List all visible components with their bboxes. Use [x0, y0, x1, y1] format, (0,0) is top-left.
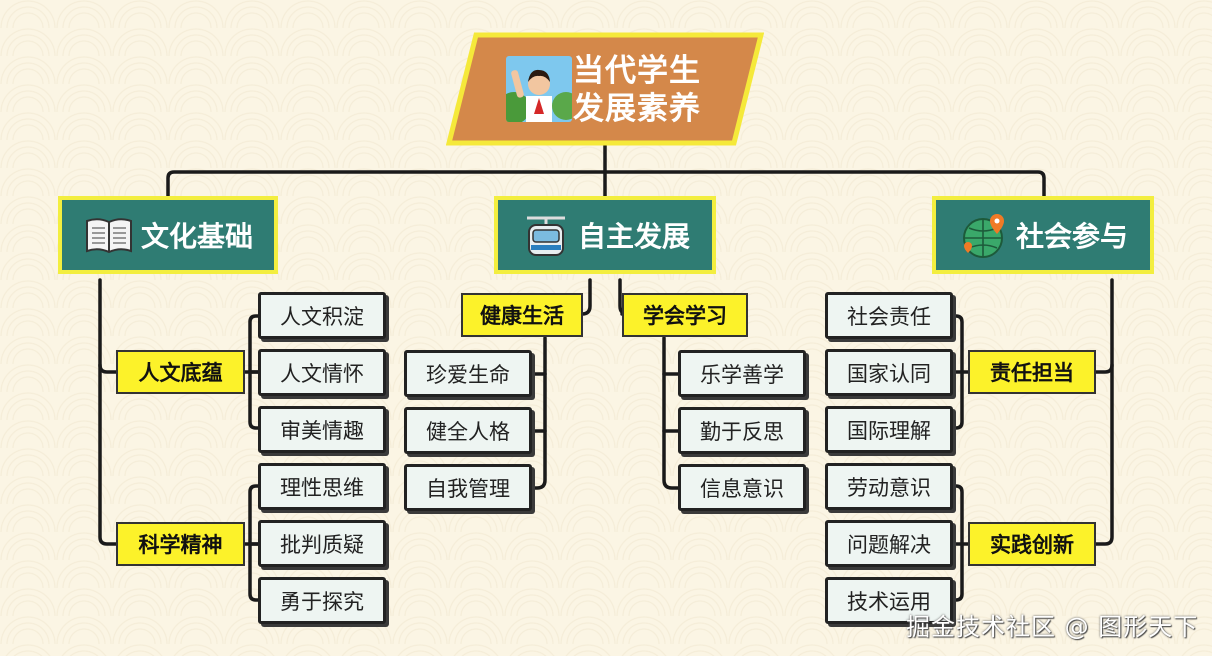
- title-line-1: 当代学生: [573, 53, 701, 89]
- leaf-item: 勇于探究: [258, 577, 386, 624]
- sub-responsibility: 责任担当: [968, 350, 1096, 394]
- leaf-item: 乐学善学: [678, 350, 806, 397]
- sub-humanities: 人文底蕴: [116, 350, 245, 394]
- category-culture: 文化基础: [58, 196, 278, 274]
- title-box: 当代学生 发展素养: [446, 32, 764, 146]
- leaf-item: 技术运用: [825, 577, 953, 624]
- leaf-item: 健全人格: [404, 407, 532, 454]
- category-social: 社会参与: [932, 196, 1154, 274]
- leaf-item: 问题解决: [825, 520, 953, 567]
- title-line-2: 发展素养: [573, 91, 701, 127]
- leaf-item: 理性思维: [258, 463, 386, 510]
- category-social-label: 社会参与: [1015, 220, 1128, 253]
- leaf-item: 批判质疑: [258, 520, 386, 567]
- leaf-item: 信息意识: [678, 464, 806, 511]
- cable-car-icon: [520, 212, 572, 258]
- leaf-item: 勤于反思: [678, 407, 806, 454]
- sub-learning: 学会学习: [622, 293, 748, 337]
- leaf-item: 劳动意识: [825, 463, 953, 510]
- leaf-item: 国际理解: [825, 406, 953, 453]
- student-illustration: [506, 56, 572, 122]
- globe-pin-icon: [958, 212, 1010, 258]
- sub-practice-innovation: 实践创新: [968, 522, 1096, 566]
- watermark: 掘金技术社区 @ 图形天下: [906, 613, 1199, 641]
- sub-healthy-living: 健康生活: [461, 293, 583, 337]
- leaf-item: 珍爱生命: [404, 350, 532, 397]
- leaf-item: 自我管理: [404, 464, 532, 511]
- leaf-item: 人文情怀: [258, 349, 386, 396]
- leaf-item: 国家认同: [825, 349, 953, 396]
- open-book-icon: [83, 212, 135, 258]
- leaf-item: 人文积淀: [258, 292, 386, 339]
- category-autonomy: 自主发展: [494, 196, 716, 274]
- category-culture-label: 文化基础: [140, 220, 253, 253]
- leaf-item: 社会责任: [825, 292, 953, 339]
- sub-science-spirit: 科学精神: [116, 522, 245, 566]
- leaf-item: 审美情趣: [258, 406, 386, 453]
- category-autonomy-label: 自主发展: [577, 220, 690, 253]
